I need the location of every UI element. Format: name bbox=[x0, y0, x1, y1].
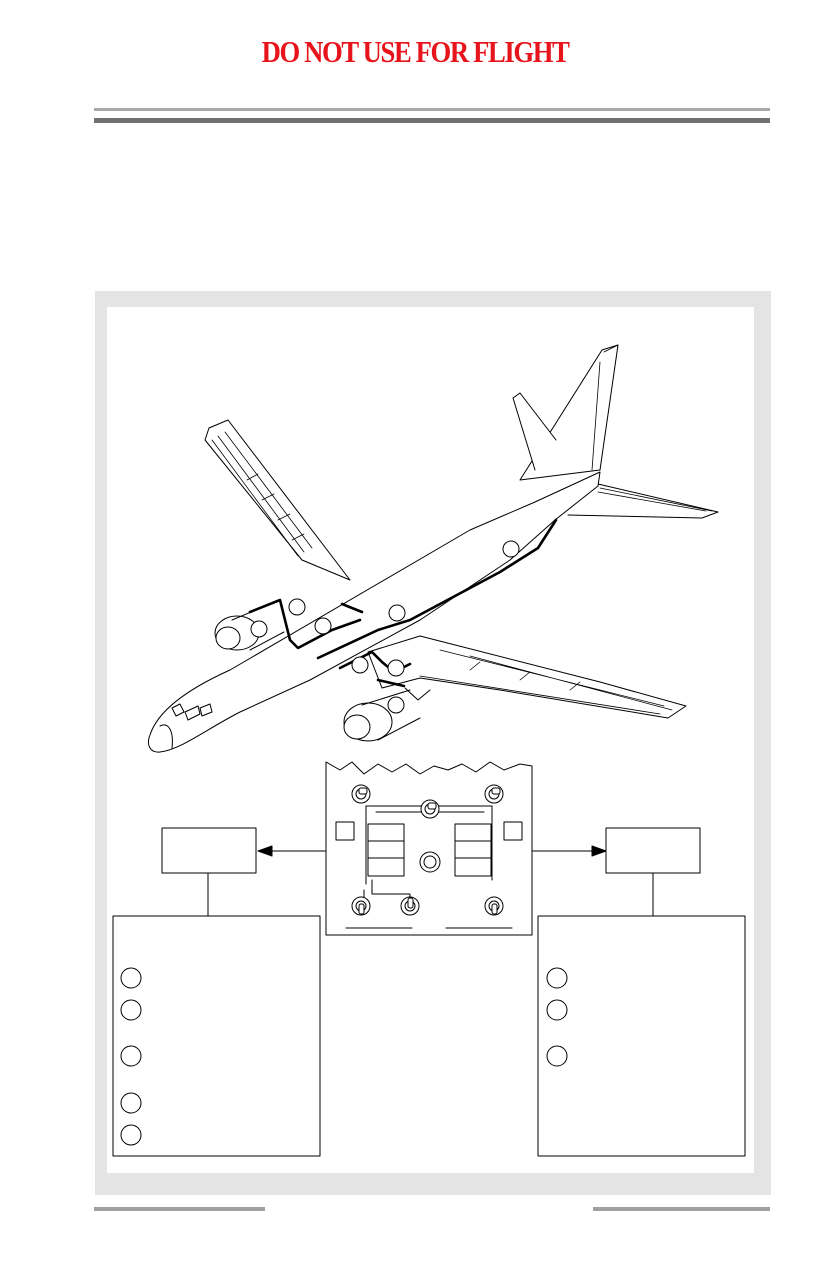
callout-circle-icon bbox=[120, 967, 142, 989]
callout-circle-icon bbox=[250, 620, 268, 638]
callout-circle-icon bbox=[546, 1045, 568, 1067]
fuselage bbox=[147, 471, 601, 753]
toggle-switch-icon bbox=[351, 784, 371, 804]
toggle-switch-icon bbox=[351, 896, 371, 916]
panel-outline bbox=[325, 761, 533, 936]
callout-circle-icon bbox=[387, 696, 405, 714]
header-rule-dark bbox=[94, 118, 770, 123]
toggle-switch-icon bbox=[400, 896, 420, 916]
callout-circle-icon bbox=[120, 1045, 142, 1067]
footer-rule-right bbox=[593, 1207, 770, 1211]
right-label-box bbox=[605, 827, 701, 874]
callout-circle-icon bbox=[387, 659, 405, 677]
left-wing bbox=[204, 419, 351, 581]
control-panel-icon bbox=[325, 761, 533, 936]
warning-banner: DO NOT USE FOR FLIGHT bbox=[261, 34, 570, 69]
toggle-switch-icon bbox=[420, 799, 440, 819]
toggle-switch-icon bbox=[484, 896, 504, 916]
airplane-icon bbox=[147, 344, 719, 753]
duct-crossover bbox=[340, 602, 364, 614]
callout-circle-icon bbox=[288, 598, 306, 616]
duct-main bbox=[316, 518, 558, 660]
callout-circle-icon bbox=[120, 1124, 142, 1146]
callout-circle-icon bbox=[388, 604, 406, 622]
callout-circle-icon bbox=[120, 999, 142, 1021]
left-legend-box bbox=[112, 915, 321, 1157]
toggle-switch-icon bbox=[484, 784, 504, 804]
callout-circle-icon bbox=[546, 967, 568, 989]
callout-circle-icon bbox=[351, 656, 369, 674]
right-legend-box bbox=[537, 915, 746, 1157]
header-rule-light bbox=[94, 108, 770, 111]
footer-rule-left bbox=[94, 1207, 265, 1211]
indicator-light-icon bbox=[454, 823, 492, 877]
callout-circle-icon bbox=[120, 1092, 142, 1114]
callout-circle-icon bbox=[502, 540, 520, 558]
callout-circle-icon bbox=[546, 999, 568, 1021]
right-wing bbox=[367, 635, 687, 719]
duct-left-engine bbox=[248, 598, 362, 650]
callout-circle-icon bbox=[314, 617, 332, 635]
left-stabilizer bbox=[512, 392, 557, 471]
left-label-box bbox=[161, 827, 257, 874]
indicator-light-icon bbox=[367, 823, 405, 877]
